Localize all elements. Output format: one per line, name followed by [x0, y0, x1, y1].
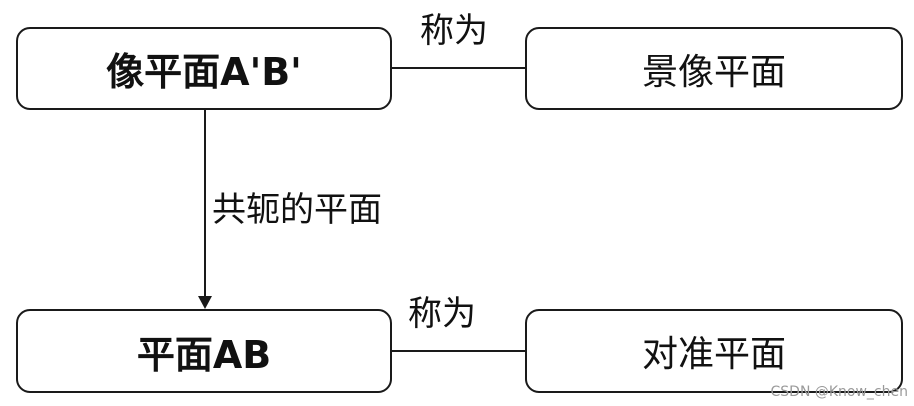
- top-connector-line: [392, 67, 525, 69]
- bottom-link-label: 称为: [408, 294, 476, 334]
- node-plane-ab: 平面AB: [16, 309, 392, 393]
- node-image-plane: 像平面A'B': [16, 27, 392, 110]
- node-image-plane-label: 像平面A'B': [106, 50, 302, 94]
- bottom-connector-line: [392, 350, 525, 352]
- node-scene-plane-label: 景像平面: [641, 51, 786, 93]
- vertical-link-label: 共轭的平面: [212, 190, 382, 230]
- node-scene-plane: 景像平面: [525, 27, 903, 110]
- conjugate-arrowhead: [198, 296, 212, 309]
- top-link-label: 称为: [420, 11, 488, 51]
- node-focus-plane: 对准平面: [525, 309, 903, 393]
- node-plane-ab-label: 平面AB: [136, 332, 272, 377]
- watermark: CSDN @Know_chen: [770, 384, 909, 400]
- node-focus-plane-label: 对准平面: [641, 334, 786, 375]
